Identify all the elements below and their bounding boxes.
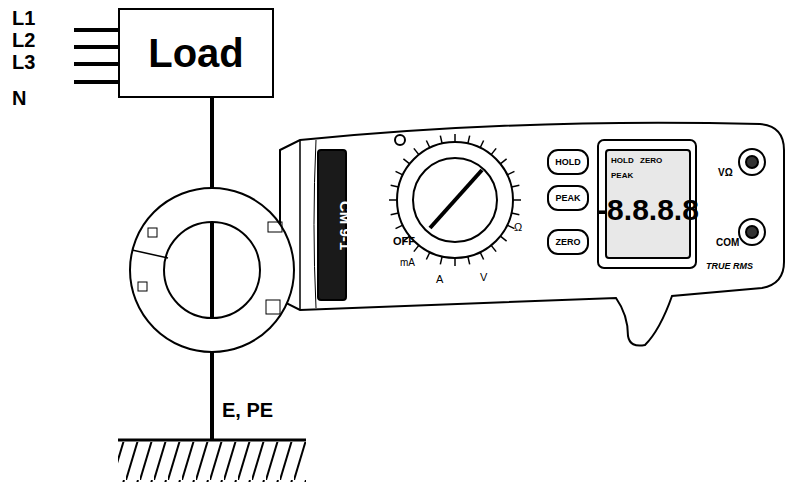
phase-label: L1	[12, 8, 35, 28]
dial-mark: OFF	[393, 236, 415, 247]
phase-label: L3	[12, 52, 35, 72]
phase-label: L2	[12, 30, 35, 50]
knurl-tooth	[480, 141, 483, 148]
knurl-tooth	[512, 213, 520, 215]
knurl-tooth	[454, 134, 456, 142]
button-label: ZERO	[555, 238, 580, 247]
knurl-tooth	[491, 245, 496, 251]
jack-label: VΩ	[718, 168, 733, 178]
knurl-tooth	[391, 185, 399, 187]
brand-text: TRUE RMS	[706, 262, 753, 271]
knurl-tooth	[440, 257, 442, 265]
knurl-tooth	[389, 199, 397, 201]
knurl-tooth	[426, 252, 429, 259]
knurl-tooth	[513, 199, 521, 201]
model-name: CM 9-1	[339, 200, 354, 249]
knurl-tooth	[512, 185, 520, 187]
lcd-indicator: HOLD	[611, 157, 634, 165]
knurl-tooth	[468, 257, 470, 265]
knurl-tooth	[507, 225, 514, 228]
dial-mark: mA	[400, 258, 415, 268]
meter-body	[130, 123, 784, 352]
knurl-tooth	[403, 159, 409, 164]
lcd-indicator: PEAK	[611, 172, 633, 180]
dial-mark: A	[436, 274, 443, 285]
dial-mark: Ω	[514, 222, 522, 233]
supply-wires	[74, 30, 118, 82]
knurl-tooth	[440, 136, 442, 144]
dial-mark: V	[480, 272, 487, 283]
button-label: HOLD	[555, 158, 581, 167]
knurl-tooth	[507, 171, 514, 174]
lcd-indicator: ZERO	[640, 157, 662, 165]
lcd-digits: -8.8.8.8	[597, 195, 699, 225]
knurl-tooth	[426, 141, 429, 148]
knurl-tooth	[500, 236, 506, 241]
node-label: Load	[148, 31, 244, 76]
jack-label: COM	[716, 238, 739, 248]
neutral-label: N	[12, 88, 26, 108]
knurl-tooth	[480, 252, 483, 259]
knurl-tooth	[396, 225, 403, 228]
knurl-tooth	[391, 213, 399, 215]
knurl-tooth	[414, 148, 419, 154]
knurl-tooth	[468, 136, 470, 144]
earth-label: E, PE	[222, 400, 273, 420]
pe-wire-in-jaw	[210, 222, 214, 318]
knurl-tooth	[491, 148, 496, 154]
knurl-tooth	[500, 159, 506, 164]
knurl-tooth	[454, 258, 456, 266]
pe-wire	[210, 96, 214, 440]
ground-line	[118, 439, 306, 442]
button-label: PEAK	[555, 194, 580, 203]
ground-hatch	[118, 442, 306, 482]
knurl-tooth	[396, 171, 403, 174]
load-box: Load	[118, 8, 274, 98]
